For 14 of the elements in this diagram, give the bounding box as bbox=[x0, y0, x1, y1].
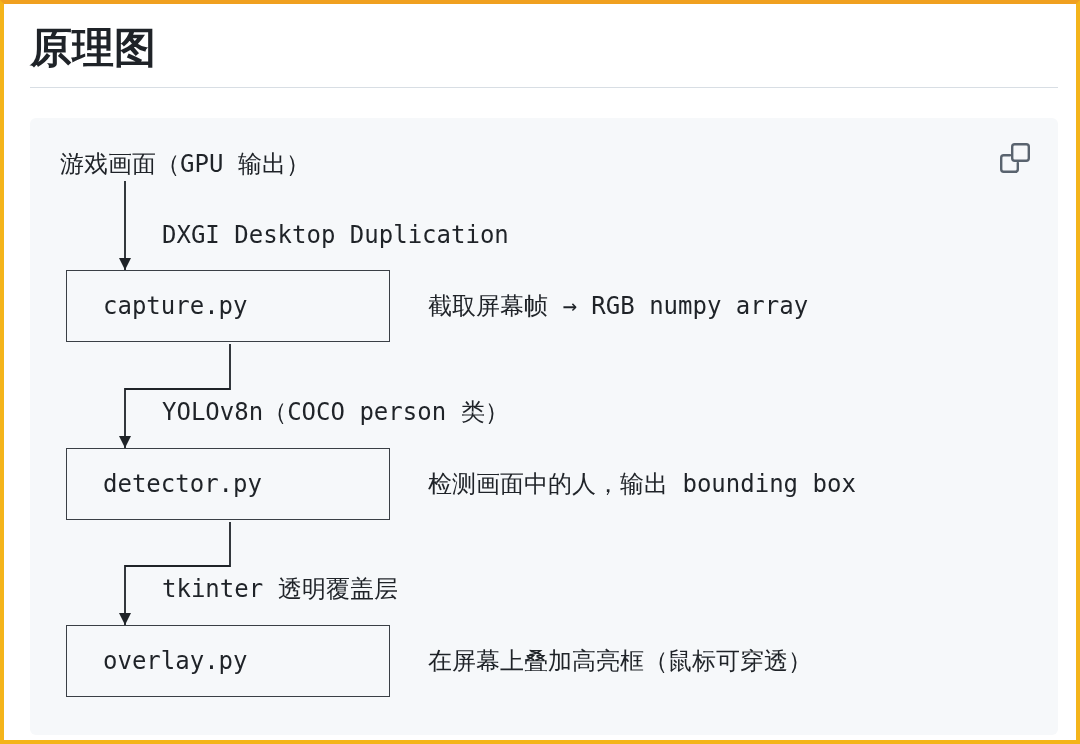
arrow bbox=[119, 180, 131, 271]
arrow bbox=[119, 521, 231, 626]
source-text: 游戏画面（GPU 输出） bbox=[60, 149, 310, 179]
page-title: 原理图 bbox=[30, 22, 156, 74]
description-text: 在屏幕上叠加高亮框（鼠标可穿透） bbox=[428, 646, 812, 676]
file-name: detector.py bbox=[103, 469, 262, 499]
process-box bbox=[66, 625, 390, 697]
description-text: 检测画面中的人，输出 bounding box bbox=[428, 469, 856, 499]
description-text: 截取屏幕帧 → RGB numpy array bbox=[428, 291, 809, 321]
arrow bbox=[119, 343, 231, 449]
process-box bbox=[66, 448, 390, 520]
file-name: overlay.py bbox=[103, 646, 248, 676]
file-name: capture.py bbox=[103, 291, 248, 321]
process-box bbox=[66, 270, 390, 342]
